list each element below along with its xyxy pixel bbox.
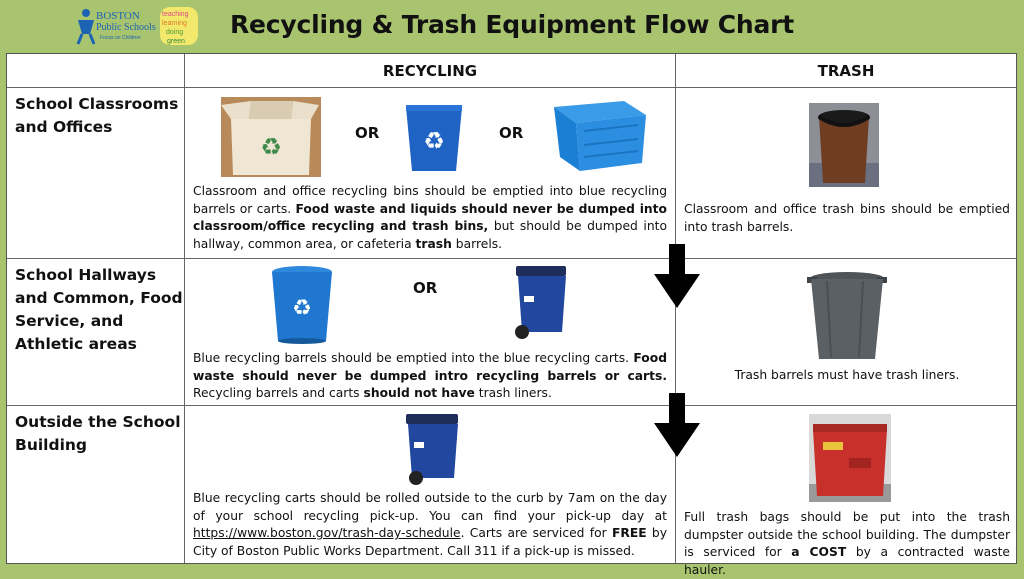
red-dumpster-image [809,414,891,506]
divider [7,405,1016,406]
classroom-recycling-description: Classroom and office recycling bins shou… [193,184,667,251]
divider [7,87,1016,88]
blue-recycling-cart-image [510,266,570,344]
hallway-recycling-description: Blue recycling barrels should be emptied… [193,351,667,401]
divider [184,54,185,563]
trash-day-schedule-link[interactable]: https://www.boston.gov/trash-day-schedul… [193,526,461,541]
row-label-hallways: School Hallways and Common, Food Service… [15,266,183,353]
outside-recycling-description: Blue recycling carts should be rolled ou… [193,491,667,558]
outside-trash-description: Full trash bags should be put into the t… [684,510,1010,577]
or-label: OR [413,279,438,297]
down-arrow-icon [654,393,700,463]
blue-recycling-barrel-image: ♻ [270,265,334,349]
blue-recycling-tote-image [554,101,646,177]
row-label-classrooms: School Classrooms and Offices [15,95,179,136]
classroom-trash-bin-image [809,103,879,191]
logo-line3: Focus on Children [100,35,141,41]
or-label: OR [355,124,380,142]
blue-curbside-cart-image [402,414,462,490]
divider [7,258,1016,259]
blue-desk-recycling-bin-image: ♻ [404,103,464,177]
flow-chart-table: RECYCLING TRASH School Classrooms and Of… [6,53,1017,577]
gray-trash-barrel-image [807,271,887,367]
column-header-recycling: RECYCLING [382,61,478,80]
logo-tagline-2: learning [162,20,187,27]
boston-public-schools-logo: BOSTON Public Schools Focus on Children … [72,4,202,46]
logo-tagline-1: teaching [162,11,189,18]
page-title: Recycling & Trash Equipment Flow Chart [229,10,795,39]
svg-text:♻: ♻ [292,296,312,321]
svg-text:♻: ♻ [260,133,282,161]
or-label: OR [499,124,524,142]
hallway-trash-description: Trash barrels must have trash liners. [734,368,960,382]
logo-line1: BOSTON [96,10,140,22]
column-header-trash: TRASH [817,61,875,80]
logo-tagline-3: doing [166,29,183,36]
cardboard-recycling-box-image: ♻ [221,97,321,181]
classroom-trash-description: Classroom and office trash bins should b… [684,202,1010,234]
divider [675,54,676,563]
down-arrow-icon [654,244,700,314]
row-label-outside: Outside the School Building [15,413,181,454]
logo-tagline-4: green [167,38,185,45]
logo-line2: Public Schools [96,22,156,33]
svg-text:♻: ♻ [423,127,445,155]
